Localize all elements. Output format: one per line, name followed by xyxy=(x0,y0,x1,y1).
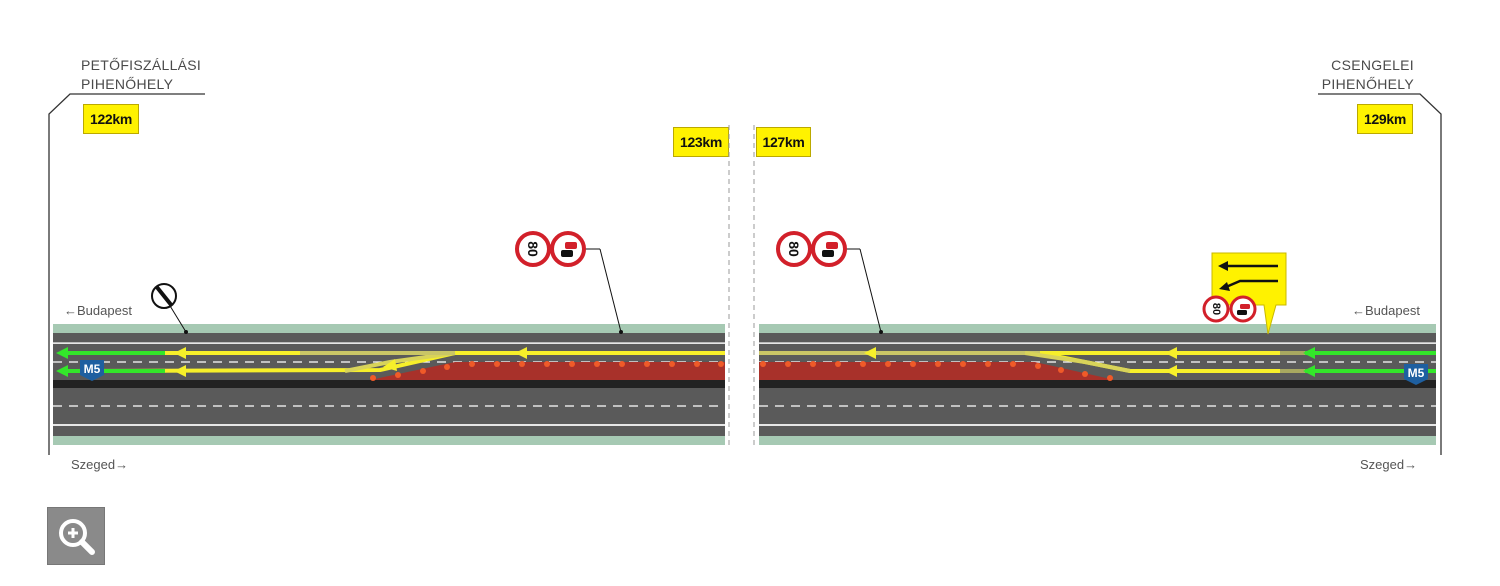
verge-top xyxy=(759,324,1436,333)
speed-sign-group-right: 80 xyxy=(776,231,883,334)
shoulder-top xyxy=(759,333,1436,343)
zoom-button[interactable] xyxy=(47,507,105,565)
end-restriction-sign xyxy=(151,283,188,334)
svg-text:80: 80 xyxy=(786,241,802,257)
arrow-left-icon: ← xyxy=(1352,303,1365,318)
rest-area-left-name: PETŐFISZÁLLÁSI PIHENŐHELY xyxy=(81,56,201,94)
work-zone-area xyxy=(759,362,1115,380)
zoom-in-icon xyxy=(59,519,95,555)
traffic-flow-left xyxy=(62,351,725,373)
traffic-flow-right xyxy=(759,351,1436,373)
km-marker-129: 129km xyxy=(1357,104,1413,134)
rest-area-right-bracket xyxy=(1318,93,1442,455)
direction-szeged-right: Szeged→ xyxy=(1360,457,1418,472)
direction-szeged-left: Szeged→ xyxy=(71,457,129,472)
traffic-cones xyxy=(760,361,1113,381)
rest-area-left-line2: PIHENŐHELY xyxy=(81,76,174,92)
shoulder-bottom xyxy=(53,426,725,436)
rest-area-left-line1: PETŐFISZÁLLÁSI xyxy=(81,57,202,73)
direction-budapest-left: ←Budapest xyxy=(64,303,132,318)
no-overtaking-icon xyxy=(561,242,577,257)
km-marker-127: 127km xyxy=(756,127,811,157)
verge-top xyxy=(53,324,725,333)
road-section-left: M5 80 xyxy=(53,231,725,445)
rest-area-right-line2: PIHENŐHELY xyxy=(1321,76,1414,92)
median xyxy=(53,380,725,388)
verge-bottom xyxy=(53,436,725,445)
svg-text:M5: M5 xyxy=(84,362,101,376)
motorway-shield-left: M5 xyxy=(80,360,104,381)
rest-area-left-bracket xyxy=(48,93,205,455)
rest-area-right-name: CSENGELEI PIHENŐHELY xyxy=(1322,56,1414,94)
arrowheads-right xyxy=(864,347,1315,377)
rest-area-right-line1: CSENGELEI xyxy=(1331,57,1414,73)
no-overtaking-icon xyxy=(822,242,838,257)
arrow-right-icon: → xyxy=(1404,457,1418,472)
traffic-cones xyxy=(370,361,724,381)
svg-text:80: 80 xyxy=(525,241,541,257)
arrow-left-icon: ← xyxy=(64,303,77,318)
median xyxy=(759,380,1436,388)
shoulder-bottom xyxy=(759,426,1436,436)
work-zone-area xyxy=(370,362,725,380)
road-section-right: M5 80 80 xyxy=(759,231,1436,445)
km-marker-122: 122km xyxy=(83,104,139,134)
shoulder-top xyxy=(53,333,725,343)
direction-budapest-right: ←Budapest xyxy=(1352,303,1420,318)
motorway-shield-right: M5 xyxy=(1404,364,1428,385)
arrowheads-left xyxy=(56,347,527,377)
speed-sign-group-left: 80 xyxy=(515,231,623,334)
svg-text:80: 80 xyxy=(1210,303,1222,315)
svg-text:M5: M5 xyxy=(1408,366,1425,380)
verge-bottom xyxy=(759,436,1436,445)
km-marker-123: 123km xyxy=(673,127,729,157)
arrow-right-icon: → xyxy=(115,457,129,472)
lane-change-info-sign: 80 xyxy=(1202,252,1287,335)
